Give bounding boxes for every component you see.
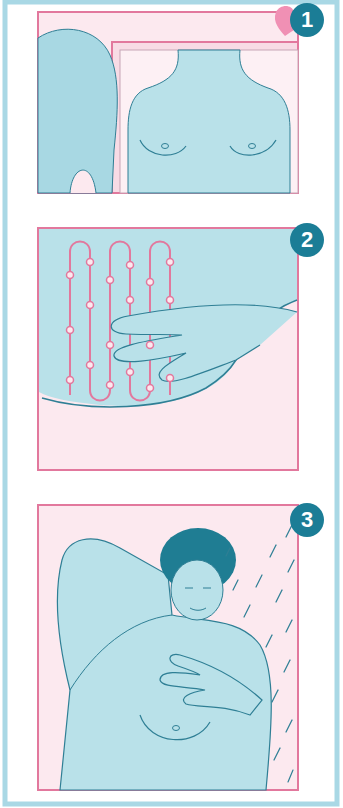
examining-hand (111, 305, 297, 381)
water-drop (284, 660, 290, 672)
water-drop (256, 575, 262, 587)
outer-frame (5, 2, 337, 804)
nipple (173, 726, 180, 731)
water-drop (274, 748, 280, 760)
water-drop (226, 548, 230, 556)
breast-outline (140, 715, 210, 740)
callout-number-text: 2 (301, 229, 313, 251)
callout-number-text: 1 (301, 9, 313, 31)
arm-outline (70, 615, 172, 690)
exam-point (127, 297, 134, 304)
exam-point (147, 279, 154, 286)
water-drop (286, 620, 292, 632)
panel-frame (38, 12, 298, 193)
nipple (249, 144, 256, 149)
exam-point (67, 377, 74, 384)
woman-back (38, 29, 117, 193)
exam-point (87, 362, 94, 369)
water-drop (286, 525, 292, 537)
callout-number: 1 (289, 2, 325, 38)
facial-features (185, 588, 211, 610)
nipple (162, 144, 169, 149)
mirror-frame (112, 42, 298, 193)
exam-point (147, 342, 154, 349)
torso (39, 229, 297, 406)
callout-number: 3 (289, 502, 325, 538)
badge-circle (290, 503, 324, 537)
callout-number: 2 (289, 222, 325, 258)
reflected-torso (128, 50, 290, 193)
exam-point (127, 369, 134, 376)
exam-point (67, 272, 74, 279)
exam-point (167, 375, 174, 382)
water-drop (272, 690, 278, 702)
exam-point (87, 302, 94, 309)
water-drop (288, 560, 294, 572)
water-drop (270, 545, 276, 557)
mirror-glass (120, 50, 298, 193)
exam-point (147, 385, 154, 392)
exam-point (107, 382, 114, 389)
water-drop (286, 720, 292, 732)
callout-number-text: 3 (301, 509, 313, 531)
exam-point (87, 259, 94, 266)
arm-gap (70, 170, 96, 193)
water-drop (233, 580, 238, 590)
water-drop (266, 635, 272, 647)
examining-hand (160, 654, 262, 715)
exam-point (167, 297, 174, 304)
woman-body (57, 539, 271, 790)
water-drop (244, 605, 250, 617)
badge-circle (290, 223, 324, 257)
water-drop (288, 770, 293, 782)
panel-frame (38, 228, 298, 470)
exam-point (167, 259, 174, 266)
exam-point (107, 277, 114, 284)
water-drop (276, 590, 282, 602)
breast-outline (140, 140, 186, 155)
panel-frame (38, 505, 298, 790)
badge-circle (290, 3, 324, 37)
exam-point (127, 262, 134, 269)
face (171, 560, 223, 620)
exam-point (107, 342, 114, 349)
exam-point (67, 327, 74, 334)
breast-outline (230, 140, 276, 155)
